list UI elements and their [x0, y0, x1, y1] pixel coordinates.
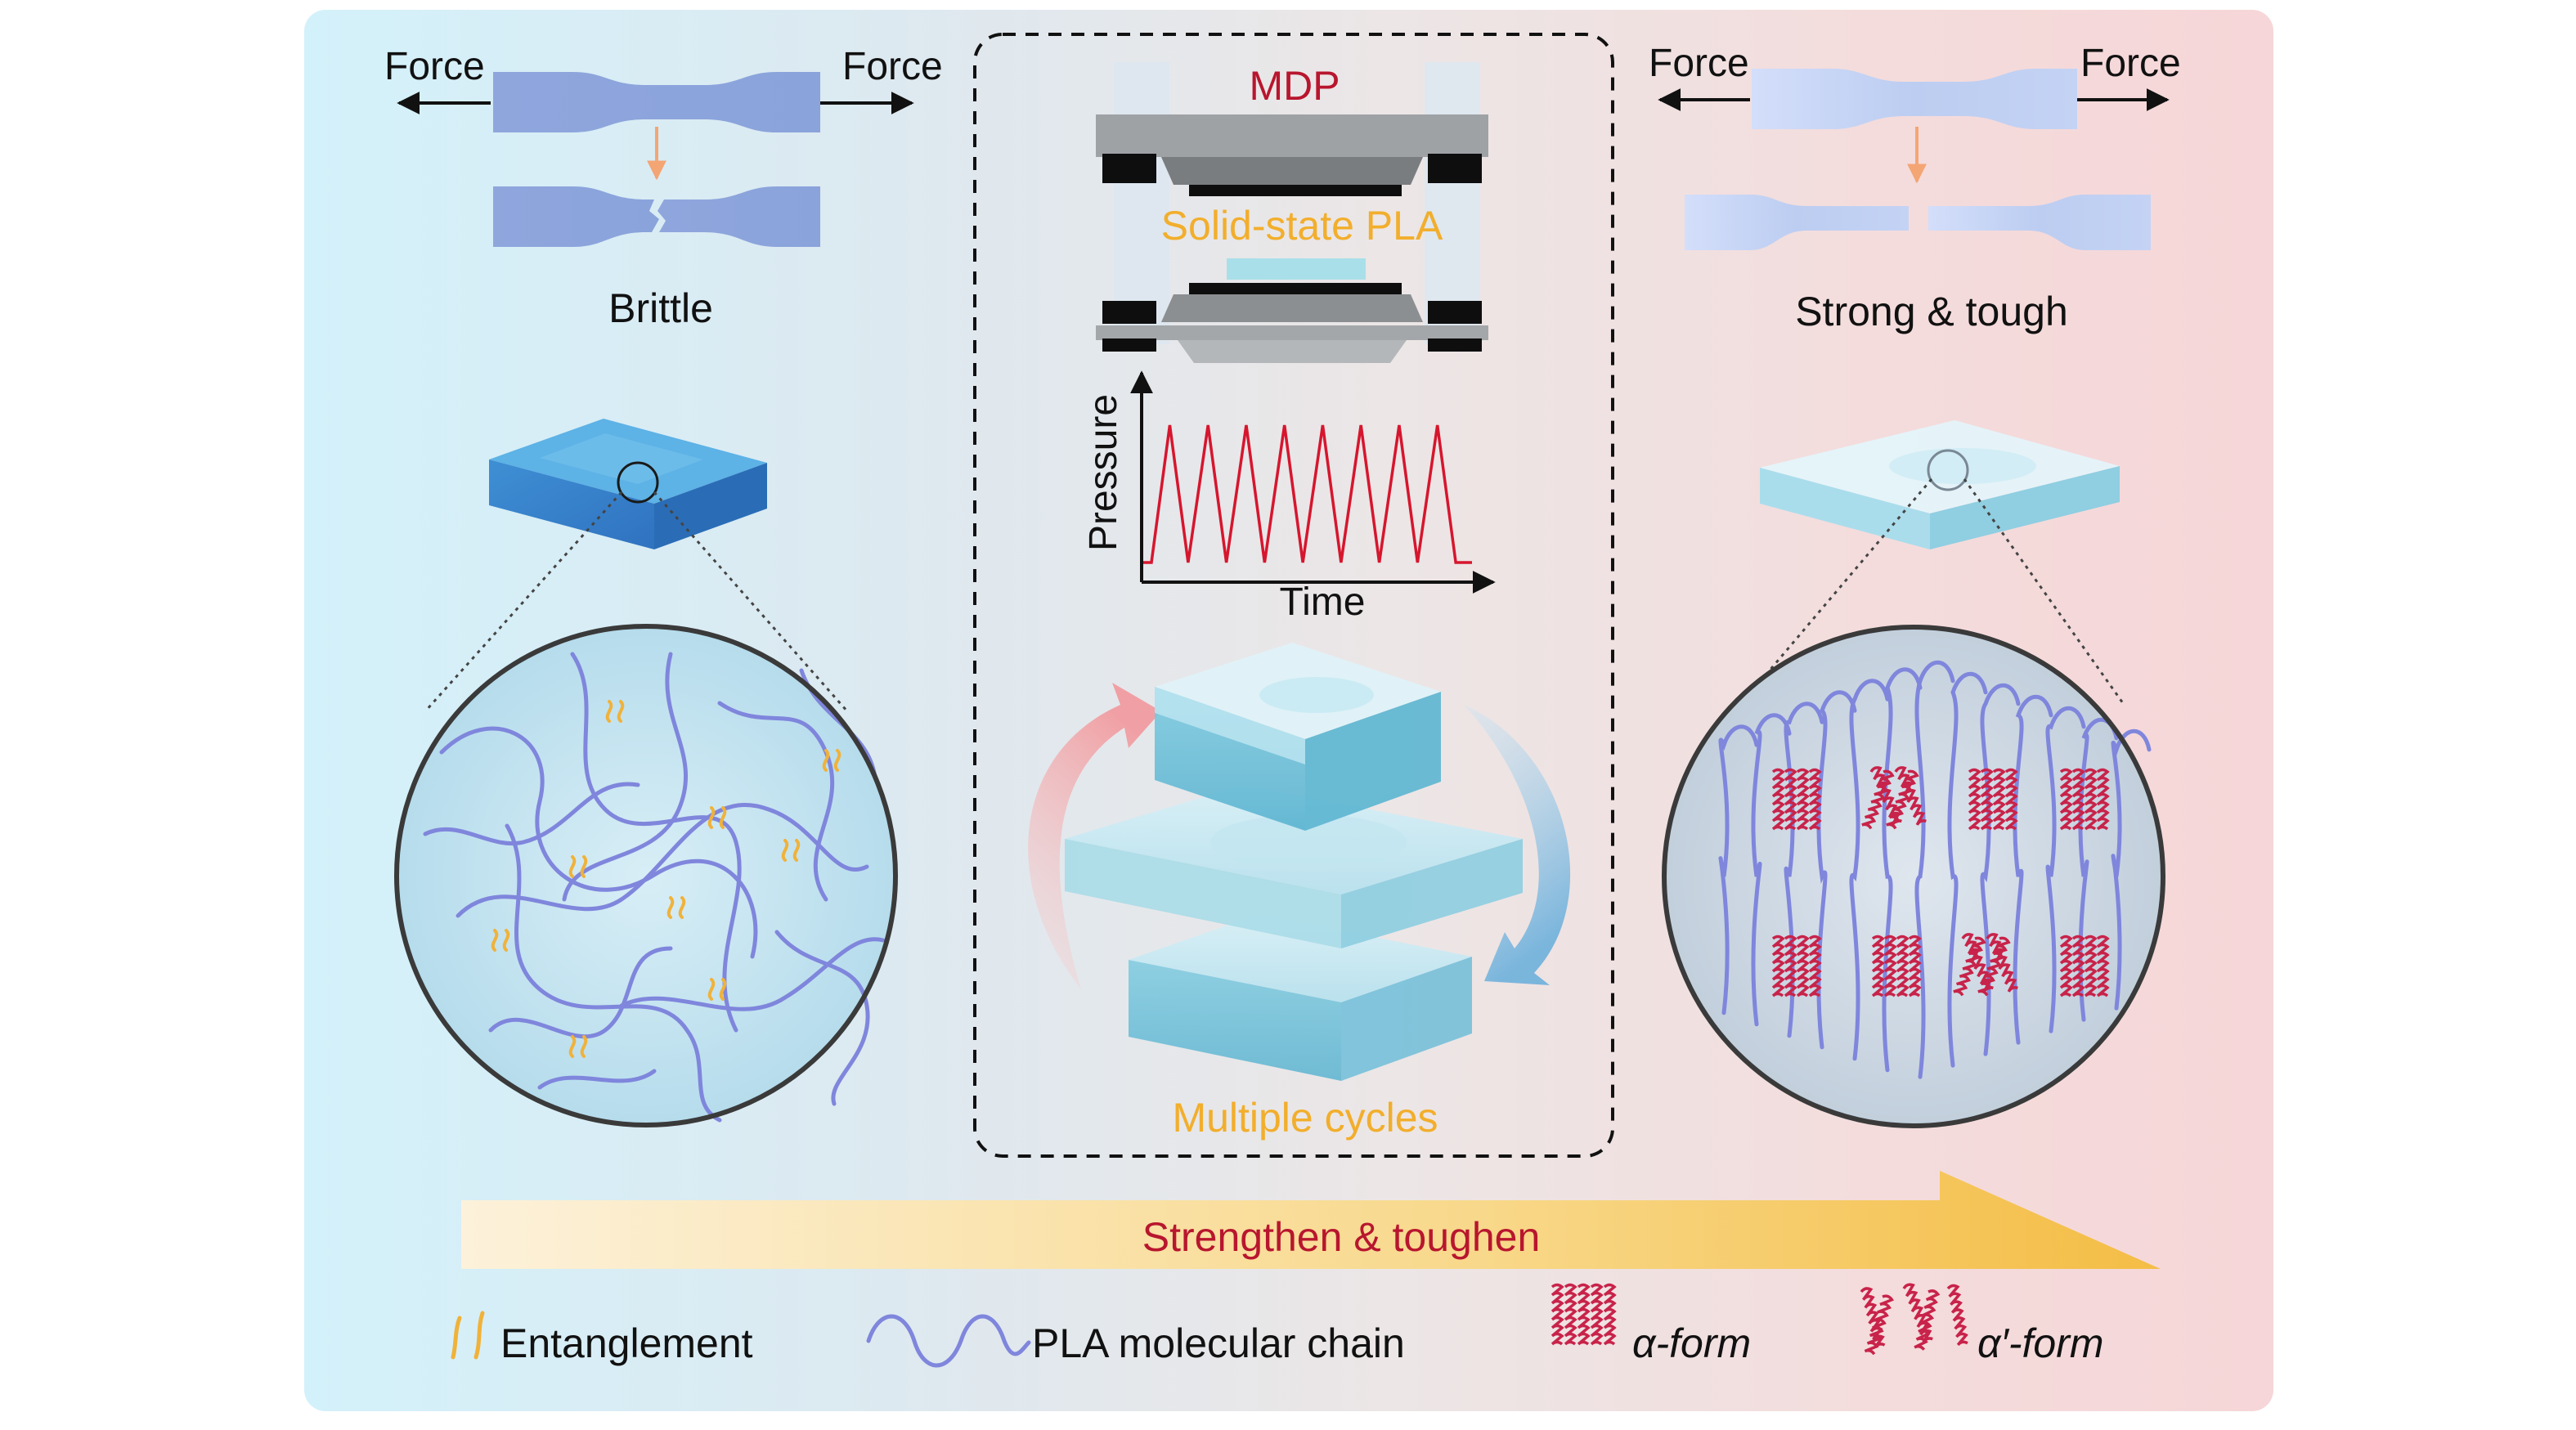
entanglement-mark	[617, 700, 625, 723]
legend: Entanglement PLA molecular chain α-form …	[451, 1281, 2104, 1368]
force-label: Force	[842, 45, 943, 88]
pla-molecular-chain	[2111, 728, 2152, 1011]
legend-chain: PLA molecular chain	[1032, 1320, 1405, 1366]
pressure-cycle-line	[1143, 424, 1472, 564]
pla-molecular-chain	[439, 726, 758, 959]
right-tensile-test: Force Force Strong & tough	[1649, 42, 2181, 334]
zoom-circle	[617, 461, 659, 504]
entanglement-mark	[792, 839, 801, 862]
strong-tough-label: Strong & tough	[1795, 289, 2068, 334]
entanglement-mark	[491, 929, 499, 952]
entanglement-mark	[502, 929, 510, 952]
cycle-arrow-down	[1464, 705, 1571, 985]
solid-state-pla-label: Solid-state PLA	[1161, 203, 1443, 249]
pla-molecular-chain	[423, 782, 640, 846]
entanglement-mark	[568, 1035, 577, 1058]
entanglement-mark	[580, 1035, 588, 1058]
strengthen-arrow	[461, 1171, 2161, 1269]
fractured-specimen	[657, 186, 820, 247]
dogbone-specimen	[1752, 69, 2077, 129]
mdp-process-frame	[973, 33, 1614, 1158]
entanglement-mark	[568, 855, 577, 878]
stacked-pla-sheets	[1065, 643, 1523, 1081]
entanglement-mark	[605, 700, 613, 723]
pla-molecular-chain	[570, 652, 742, 1033]
pla-molecular-chain	[505, 823, 722, 1123]
stretched-specimen	[1928, 195, 2151, 250]
entanglement-mark	[781, 839, 789, 862]
fractured-specimen	[493, 186, 659, 247]
cycle-arrows	[1028, 683, 1571, 989]
force-label: Force	[384, 45, 485, 88]
entanglement-mark	[678, 896, 686, 919]
chain-symbol	[866, 1314, 1031, 1368]
pla-molecular-chain	[2045, 706, 2086, 1033]
entanglement-mark	[707, 806, 716, 829]
entanglement-mark	[833, 749, 841, 772]
pla-molecular-chain	[1751, 713, 1792, 1027]
entangled-chains-circle	[394, 624, 898, 1127]
time-axis-label: Time	[1280, 581, 1366, 624]
entanglement-mark	[666, 896, 675, 919]
pla-molecular-chain	[488, 946, 673, 1039]
force-label: Force	[1649, 42, 1749, 85]
legend-entanglement: Entanglement	[500, 1320, 753, 1366]
brittle-label: Brittle	[608, 285, 713, 331]
tough-pla-sheet	[1760, 420, 2120, 549]
pla-molecular-chain	[537, 1069, 657, 1090]
mdp-press: MDP Solid-state PLA	[1096, 62, 1488, 363]
pla-molecular-chain	[1947, 671, 1988, 1068]
pla-chain-network	[423, 652, 886, 1123]
mdp-label: MDP	[1249, 63, 1340, 109]
entanglement-mark	[707, 978, 716, 1001]
pressure-axis-label: Pressure	[1082, 394, 1125, 551]
stretched-specimen	[1685, 195, 1909, 250]
entanglement-mark	[822, 749, 830, 772]
multiple-cycles-label: Multiple cycles	[1172, 1095, 1438, 1141]
zoom-circle	[1927, 449, 1969, 491]
brittle-pla-sheet	[489, 419, 767, 549]
pla-molecular-chain	[1849, 679, 1890, 1061]
entanglement-symbol	[451, 1311, 485, 1360]
pla-molecular-chain	[1980, 683, 2021, 1056]
left-tensile-test: Force Force Brittle	[384, 45, 943, 331]
legend-alpha-form: α-form	[1632, 1320, 1751, 1366]
pla-molecular-chain	[619, 937, 886, 1011]
alpha-prime-form-symbol	[1859, 1281, 1969, 1356]
strengthen-label: Strengthen & toughen	[1142, 1214, 1541, 1260]
crystalline-chains-circle	[1662, 625, 2165, 1128]
pressure-time-plot: Pressure Time	[1082, 370, 1496, 624]
alpha-form-symbol	[1551, 1283, 1616, 1346]
pla-molecular-chain	[1718, 724, 1759, 1015]
entanglement-mark	[580, 855, 588, 878]
entanglement-mark	[719, 978, 727, 1001]
pla-molecular-chain	[774, 930, 870, 1106]
cycle-arrow-up	[1028, 683, 1161, 989]
pla-molecular-chain	[562, 652, 689, 902]
entanglement-mark	[719, 806, 727, 829]
legend-alpha-prime-form: α′-form	[1977, 1320, 2104, 1366]
force-label: Force	[2080, 42, 2181, 85]
dogbone-specimen	[493, 72, 820, 132]
pla-molecular-chain	[1914, 660, 1955, 1079]
